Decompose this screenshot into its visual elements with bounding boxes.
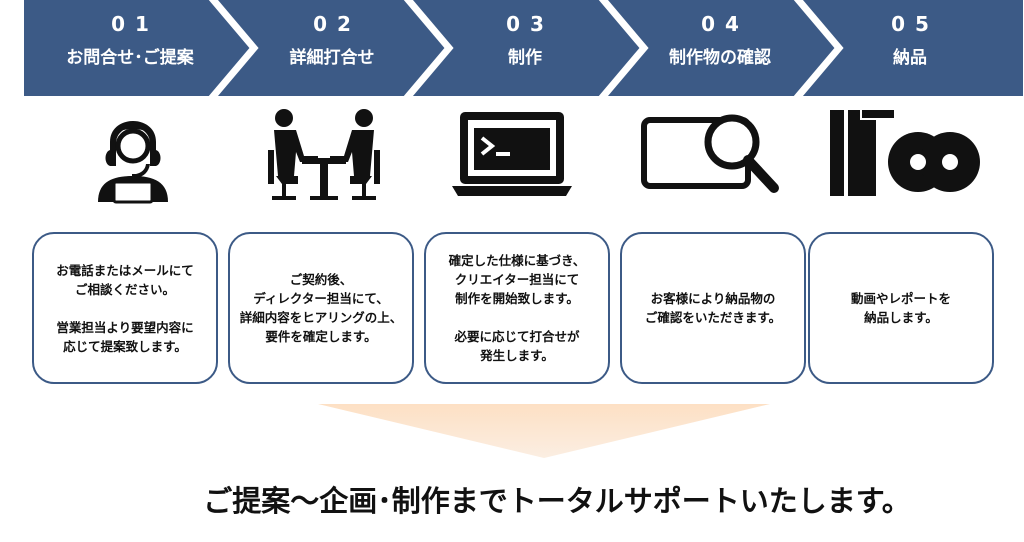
headset-operator-icon [98, 121, 168, 204]
step-1-number: 01 [111, 12, 159, 36]
step-1-card: お電話またはメールにて ご相談ください。 営業担当より要望内容に 応じて提案致し… [32, 232, 218, 384]
disc-case-icon [830, 110, 980, 196]
step-4-card: お客様により納品物の ご確認をいただきます。 [620, 232, 806, 384]
step-2-title: 詳細打合せ [289, 48, 375, 68]
banner-separators [208, 0, 844, 96]
magnifier-screen-icon [641, 114, 779, 193]
summary-arrow [318, 404, 770, 458]
separator-3 [598, 0, 649, 96]
step-3-card: 確定した仕様に基づき、 クリエイター担当にて 制作を開始致します。 必要に応じて… [424, 232, 610, 384]
step-5-card: 動画やレポートを 納品します。 [808, 232, 994, 384]
step-2-number: 02 [313, 12, 361, 36]
step-2-header: 02 詳細打合せ [257, 10, 407, 72]
step-5-number: 05 [891, 12, 939, 36]
laptop-terminal-icon [452, 112, 572, 196]
separator-2 [403, 0, 454, 96]
meeting-icon [268, 109, 380, 200]
step-4-title: 制作物の確認 [669, 48, 771, 68]
step-5-header: 05 納品 [835, 10, 985, 72]
step-4-header: 04 制作物の確認 [645, 10, 795, 72]
step-5-title: 納品 [893, 48, 927, 68]
step-3-title: 制作 [508, 48, 542, 68]
separator-1 [208, 0, 259, 96]
step-1-title: お問合せ･ご提案 [66, 48, 194, 68]
step-4-number: 04 [701, 12, 749, 36]
step-2-card: ご契約後、 ディレクター担当にて、 詳細内容をヒアリングの上、 要件を確定します… [228, 232, 414, 384]
step-3-header: 03 制作 [450, 10, 600, 72]
step-3-number: 03 [506, 12, 554, 36]
summary-tagline: ご提案～企画･制作までトータルサポートいたします。 [203, 484, 911, 518]
banner-background [24, 0, 1023, 96]
separator-4 [793, 0, 844, 96]
process-banner [24, 0, 1023, 96]
step-1-header: 01 お問合せ･ご提案 [55, 10, 205, 72]
